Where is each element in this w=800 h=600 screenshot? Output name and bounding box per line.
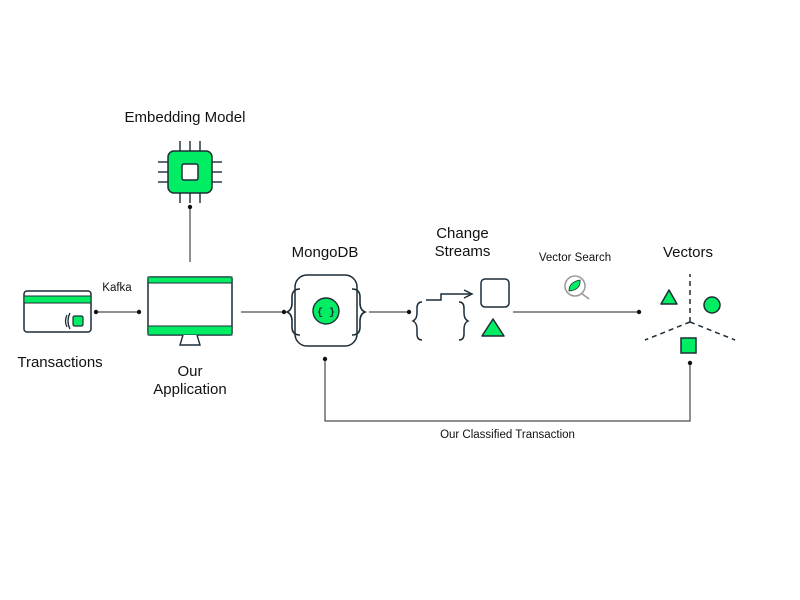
svg-text:{ }: { } — [317, 307, 335, 319]
mongodb-label: MongoDB — [291, 244, 359, 261]
kafka-label: Kafka — [102, 282, 132, 294]
vector-search-label: Vector Search — [538, 252, 612, 264]
transactions-label: Transactions — [17, 354, 103, 371]
connectors — [96, 207, 691, 422]
connector-vectors-mongodb — [324, 359, 691, 422]
magnifier-leaf-icon — [564, 275, 590, 300]
classified-transaction-label: Our Classified Transaction — [440, 429, 575, 441]
change-streams-icon — [411, 278, 510, 341]
application-label: Our Application — [153, 363, 227, 398]
credit-card-icon — [23, 290, 92, 333]
connector-dots — [93, 204, 693, 366]
change-streams-label: Change Streams — [434, 225, 491, 260]
vectors-label: Vectors — [662, 244, 714, 261]
vector-space-icon — [644, 274, 736, 354]
database-json-icon: { } — [284, 274, 368, 347]
embedding-model-label: Embedding Model — [124, 109, 246, 126]
chip-icon — [158, 141, 222, 203]
monitor-icon — [147, 276, 233, 346]
